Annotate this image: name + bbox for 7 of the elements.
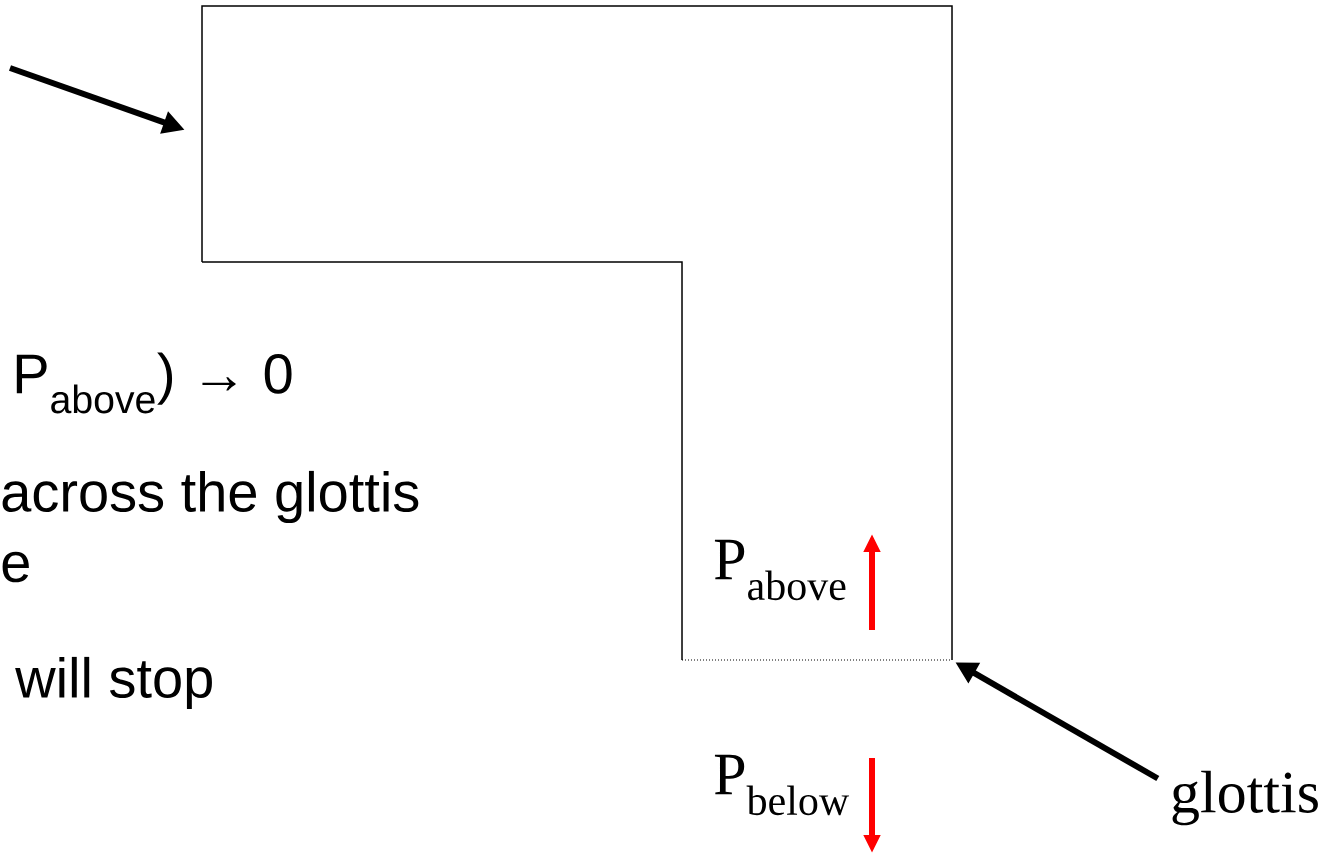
glottis-label: glottis xyxy=(1172,770,1318,826)
pressure-label: P$_{below}$ xyxy=(714,754,850,816)
text-line: e xyxy=(2,551,29,583)
pressure-label: P$_{above}$ xyxy=(714,539,846,601)
text-line: across the glottis xyxy=(2,470,419,524)
text-line: P$_{above}$) → 0 xyxy=(16,352,292,414)
text-line: will stop xyxy=(15,656,212,710)
